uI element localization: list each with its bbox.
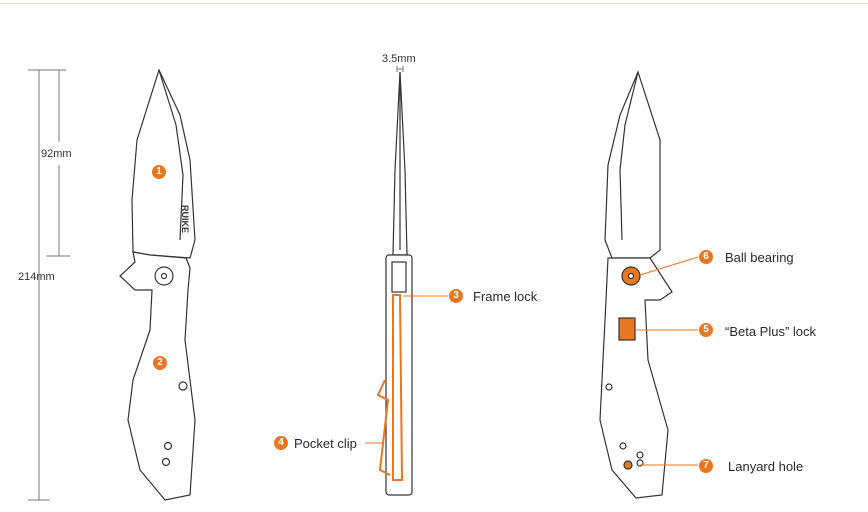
callout-label-frame-lock: Frame lock xyxy=(473,289,538,304)
dimension-lines xyxy=(28,66,404,501)
callout-badge-6: 6 xyxy=(699,250,713,264)
overall-length-label: 214mm xyxy=(18,271,55,283)
callout-label-lanyard-hole: Lanyard hole xyxy=(728,459,804,474)
callout-badge-4: 4 xyxy=(274,436,288,450)
blade-length-label: 92mm xyxy=(41,148,72,160)
knife-back-view xyxy=(599,70,699,499)
callout-badge-2: 2 xyxy=(153,356,167,370)
callout-label-pocket-clip: Pocket clip xyxy=(294,436,357,451)
callout-badge-5: 5 xyxy=(699,323,713,337)
knife-front-view: RUIKE xyxy=(119,68,196,501)
callout-label-beta-plus-lock: “Beta Plus” lock xyxy=(725,324,817,339)
callout-label-ball-bearing: Ball bearing xyxy=(725,250,794,265)
blade-thickness-label: 3.5mm xyxy=(382,53,416,65)
knife-side-view xyxy=(365,71,448,496)
callout-badge-7: 7 xyxy=(699,459,713,473)
ruike-logo: RUIKE xyxy=(180,205,190,233)
top-divider xyxy=(0,3,868,4)
callout-badge-3: 3 xyxy=(449,289,463,303)
callout-badge-1: 1 xyxy=(152,165,166,179)
